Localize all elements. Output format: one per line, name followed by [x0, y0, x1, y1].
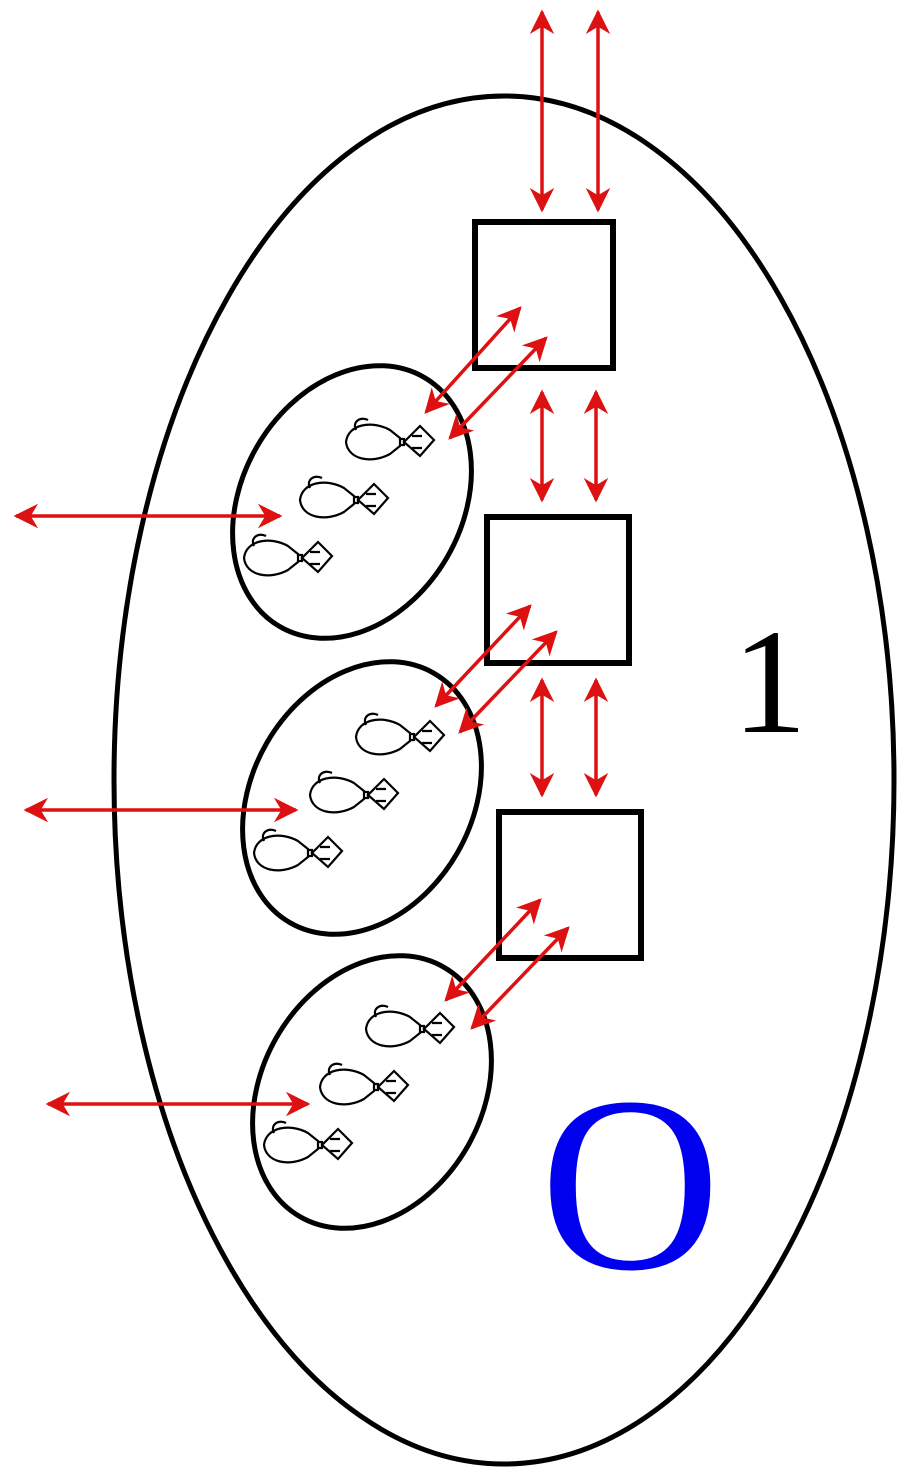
arrow-icon	[458, 630, 558, 734]
region-number-label: 1	[732, 599, 807, 765]
organism-cluster-2	[240, 659, 484, 937]
organism-cluster-3	[250, 953, 494, 1231]
outer-region	[111, 93, 897, 1467]
organism-cluster-1	[230, 363, 474, 641]
region-letter-label: O	[540, 1046, 721, 1323]
compartment-box-1	[472, 219, 616, 371]
arrows	[13, 9, 611, 1117]
compartment-box-3	[496, 809, 644, 961]
arrow-icon	[448, 336, 548, 440]
arrow-icon	[470, 926, 570, 1030]
compartment-box-2	[484, 514, 632, 666]
